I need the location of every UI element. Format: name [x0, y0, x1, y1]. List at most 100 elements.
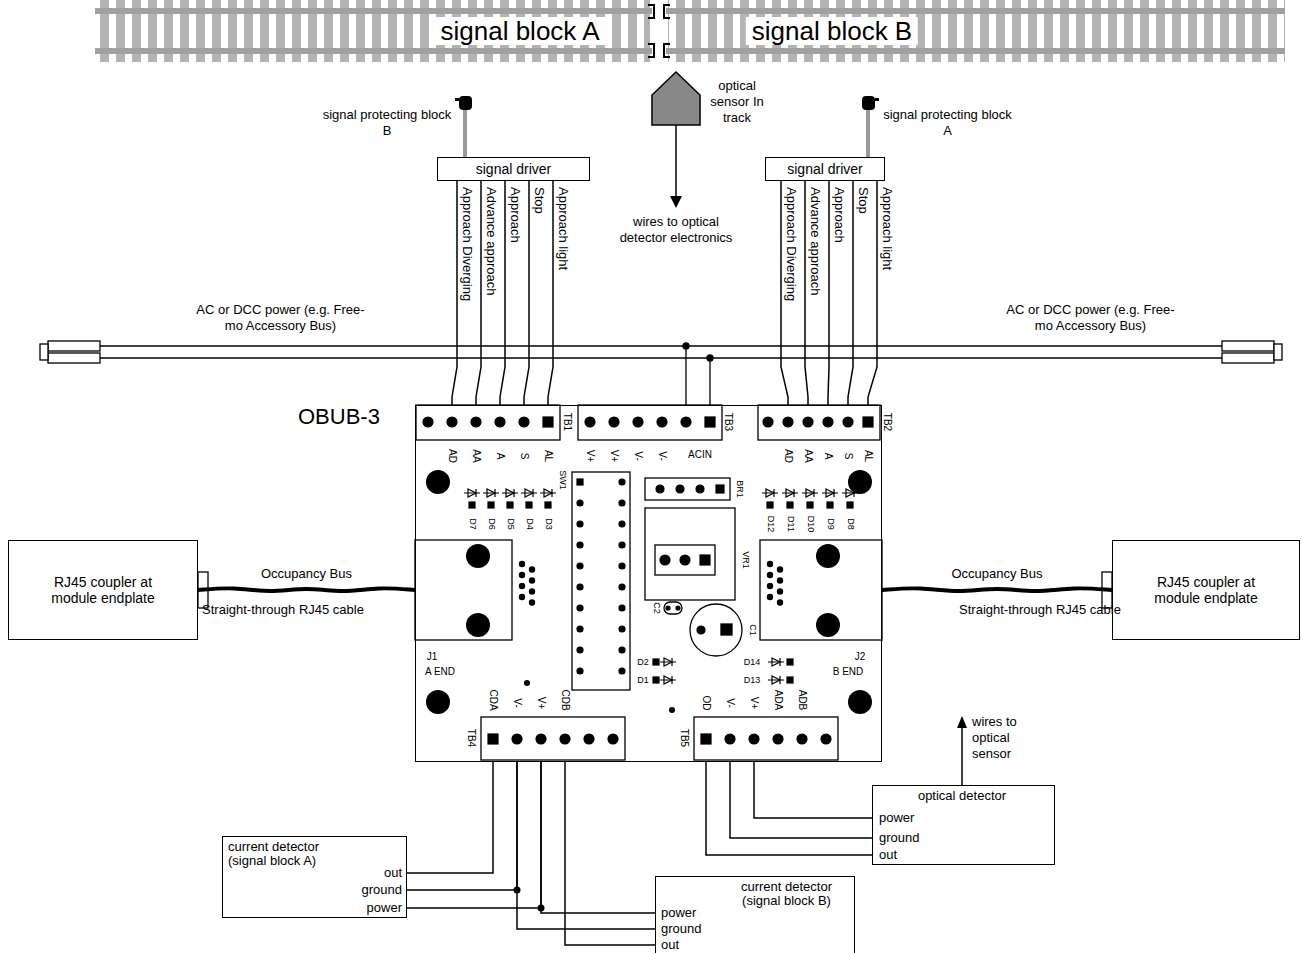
terminal-pin — [423, 417, 433, 427]
bridge-pin — [676, 485, 684, 493]
power-bus — [685, 346, 686, 405]
pin-name: C1 — [748, 624, 757, 636]
jack-pin — [529, 589, 534, 594]
pin-name: power — [367, 901, 402, 915]
terminal-pin — [773, 734, 783, 744]
board-parts — [572, 472, 630, 690]
wire — [730, 762, 872, 838]
ic-pin — [619, 500, 625, 506]
ic-pin — [577, 479, 583, 485]
ic-pin — [619, 542, 625, 548]
signal-driver: signal driver — [765, 157, 885, 181]
led-symbol — [464, 489, 480, 497]
rj45-coupler: RJ45 coupler at module endplate — [8, 540, 198, 640]
terminal-pin — [783, 417, 793, 427]
board-parts — [416, 405, 560, 440]
terminal-pin — [609, 417, 619, 427]
board-name: OBUB-3 — [298, 410, 380, 424]
track — [95, 48, 652, 54]
bridge-pin — [656, 485, 664, 493]
signal-mast — [862, 96, 875, 110]
board-parts — [721, 624, 732, 635]
pin-name: CDB — [560, 689, 570, 710]
pin-name: ADA — [773, 690, 783, 711]
board-parts — [645, 508, 735, 600]
pin-name: VR1 — [741, 551, 750, 569]
power-bus — [1274, 344, 1282, 360]
terminal-pin — [608, 734, 618, 744]
optical-sensor — [675, 125, 677, 198]
wire — [828, 181, 829, 405]
wire-label: Approach Diverging — [460, 187, 475, 301]
terminal-pin — [803, 417, 813, 427]
wire — [565, 762, 655, 945]
power-bus — [48, 353, 100, 363]
wire — [476, 181, 481, 405]
pin-name: C2 — [652, 602, 661, 614]
terminal-pin — [495, 417, 505, 427]
pin-name: AA — [471, 449, 481, 462]
pin-name: TB3 — [723, 413, 733, 431]
node-label: signal driver — [476, 161, 551, 177]
wire-junction — [514, 887, 521, 894]
board-parts — [758, 405, 880, 440]
pin-name: V- — [512, 698, 522, 707]
power-bus — [707, 355, 713, 361]
pin-name: D13 — [744, 676, 761, 685]
pin-name: AL — [863, 450, 873, 462]
terminal-pin — [725, 734, 735, 744]
ic-pin — [577, 668, 583, 674]
node-label: current detector (signal block A) — [228, 840, 350, 868]
jack-pin — [767, 583, 772, 588]
board-parts — [415, 540, 512, 640]
power-note: AC or DCC power (e.g. Free-mo Accessory … — [998, 302, 1183, 334]
ic-pin — [619, 479, 625, 485]
current-detector: current detector (signal block B)powergr… — [655, 876, 855, 953]
terminal-pin — [543, 417, 553, 427]
pin-name: D12 — [766, 516, 775, 533]
wire-label: Advance approach — [808, 187, 823, 295]
power-bus — [709, 358, 710, 405]
network-cable — [198, 588, 415, 591]
wire-label: Approach — [508, 187, 523, 243]
optical-sensor — [652, 72, 700, 208]
terminal-pin — [447, 417, 457, 427]
pin-name: ACIN — [688, 450, 712, 460]
mounting-hole — [848, 470, 872, 494]
diode-pad — [653, 677, 659, 683]
jack-pin — [529, 567, 534, 572]
signal-mast — [875, 98, 879, 101]
pin-name: TB4 — [466, 729, 476, 747]
optical-detector: optical detectorpowergroundout — [872, 785, 1055, 865]
board-parts — [645, 478, 730, 500]
pin-name: S — [519, 453, 529, 460]
node-label: signal driver — [787, 161, 862, 177]
jack-pin — [777, 600, 782, 605]
mounting-hole — [466, 613, 490, 637]
terminal-pin — [657, 417, 667, 427]
led-pad — [507, 502, 513, 508]
jack-pin — [767, 594, 772, 599]
pin-name: power — [661, 906, 696, 920]
pin-name: BR1 — [735, 480, 744, 498]
signal-note: signal protecting block B — [322, 107, 452, 139]
pin-name: D8 — [846, 518, 855, 530]
pin-name: D11 — [786, 516, 795, 532]
pin-name: TB5 — [679, 729, 689, 747]
signal-mast — [455, 98, 459, 101]
network-cable — [882, 588, 1112, 591]
block-name: signal block B — [746, 17, 918, 45]
led-symbol — [521, 489, 537, 497]
power-note: AC or DCC power (e.g. Free-mo Accessory … — [188, 302, 373, 334]
mounting-hole — [426, 470, 450, 494]
wire — [524, 181, 529, 405]
signal-driver: signal driver — [437, 157, 590, 181]
wire — [517, 762, 655, 929]
led-pad — [787, 502, 793, 508]
jack-pin — [777, 578, 782, 583]
signal-mast — [459, 96, 472, 110]
pin-name: D5 — [506, 518, 515, 530]
jack-pin — [519, 561, 524, 566]
regulator-pin — [660, 555, 670, 565]
